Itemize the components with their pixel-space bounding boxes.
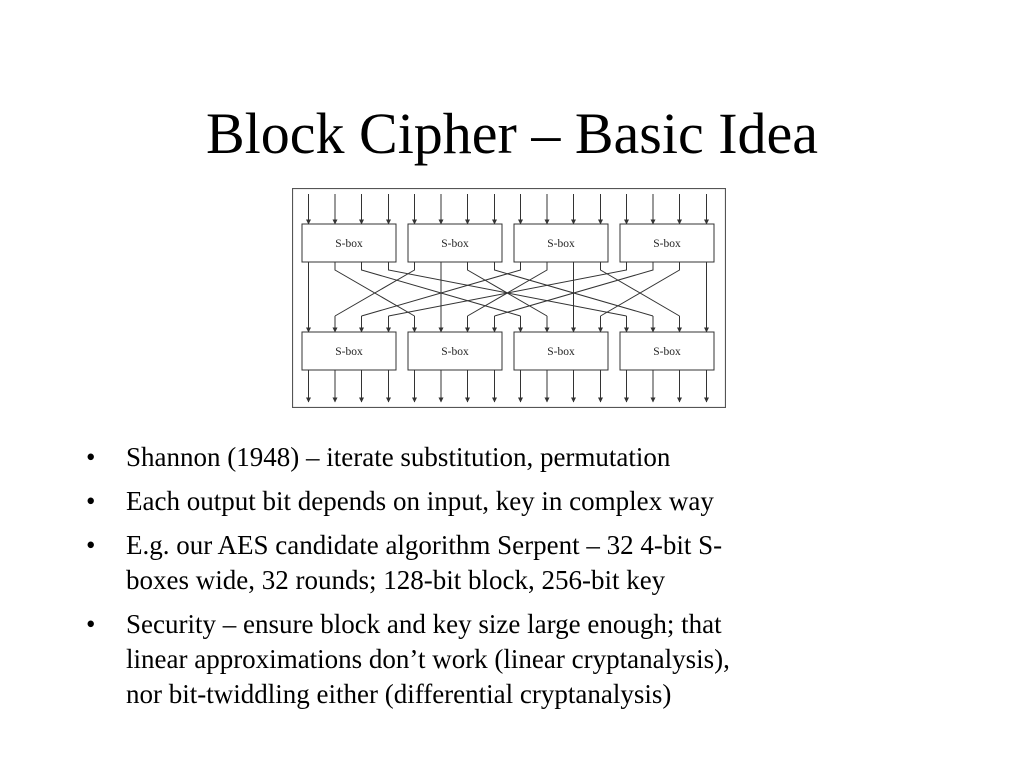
permutation-wire <box>334 262 415 317</box>
diagram-frame <box>292 188 726 408</box>
sbox <box>513 223 609 263</box>
permutation-wire <box>467 262 548 317</box>
permutation-wire <box>334 262 415 317</box>
sbox <box>619 223 715 263</box>
bullet-list: • Shannon (1948) – iterate substitution,… <box>82 440 962 721</box>
bullet-line: Security – ensure block and key size lar… <box>126 609 722 639</box>
permutation-wire <box>600 262 680 317</box>
permutation-wire <box>388 262 627 317</box>
permutation-wire <box>361 262 521 317</box>
permutation-wire <box>467 262 548 317</box>
sbox-label: S-box <box>441 238 469 250</box>
permutation-wire <box>494 262 654 317</box>
bullet-item: • Shannon (1948) – iterate substitution,… <box>82 440 962 475</box>
bullet-text: Shannon (1948) – iterate substitution, p… <box>126 442 671 472</box>
sbox <box>619 331 715 371</box>
bullet-text: Each output bit depends on input, key in… <box>126 486 714 516</box>
bullet-dot: • <box>86 486 96 516</box>
bullet-item: • Security – ensure block and key size l… <box>82 607 962 712</box>
sbox-label: S-box <box>441 346 469 358</box>
permutation-wire <box>388 262 627 317</box>
sbox <box>301 331 397 371</box>
sbox <box>513 331 609 371</box>
sbox-label: S-box <box>335 346 363 358</box>
sbox <box>301 223 397 263</box>
sbox-label: S-box <box>653 346 681 358</box>
sbox-label: S-box <box>335 238 363 250</box>
bullet-line: boxes wide, 32 rounds; 128-bit block, 25… <box>126 565 666 595</box>
sbox <box>407 331 503 371</box>
bullet-item: • Each output bit depends on input, key … <box>82 484 962 519</box>
bullet-item: • E.g. our AES candidate algorithm Serpe… <box>82 528 962 598</box>
bullet-dot: • <box>86 609 96 639</box>
permutation-wire <box>494 262 654 317</box>
bullet-line: E.g. our AES candidate algorithm Serpent… <box>126 530 723 560</box>
bullet-line: nor bit-twiddling either (differential c… <box>126 679 672 709</box>
slide-title: Block Cipher – Basic Idea <box>205 101 819 166</box>
bullet-line: linear approximations don’t work (linear… <box>126 644 730 674</box>
permutation-wire <box>600 262 680 317</box>
sbox-label: S-box <box>547 238 575 250</box>
sbox-label: S-box <box>653 238 681 250</box>
sbox <box>407 223 503 263</box>
bullet-dot: • <box>86 442 96 472</box>
bullet-dot: • <box>86 530 96 560</box>
sbox-label: S-box <box>547 346 575 358</box>
